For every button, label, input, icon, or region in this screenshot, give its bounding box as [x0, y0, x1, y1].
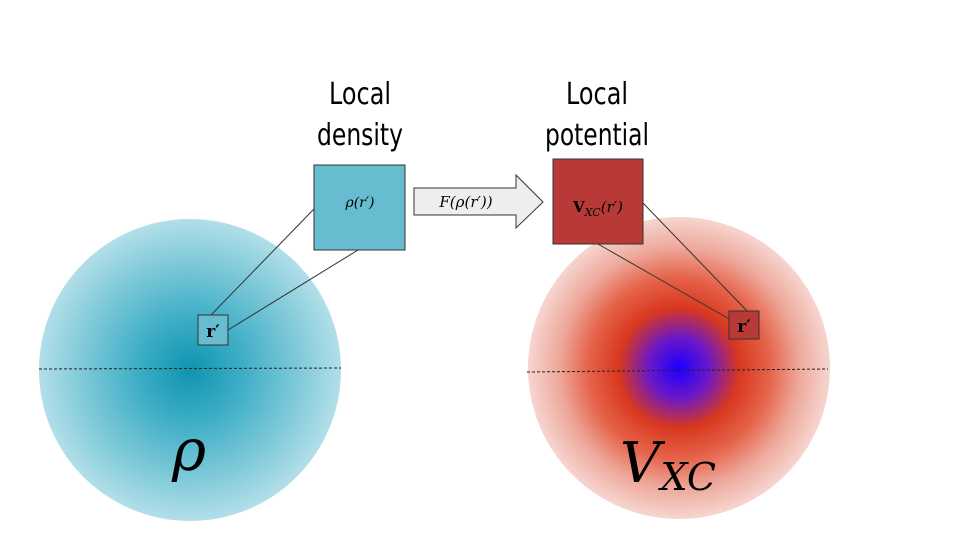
density-sphere-symbol: ρ	[171, 416, 206, 484]
functional-arrow-label: F(ρ(r′))	[438, 193, 492, 211]
density-point-label: r′	[206, 322, 220, 342]
potential-sphere-symbol: VXC	[620, 431, 716, 499]
local-density-heading-line1: Local	[329, 77, 391, 112]
potential-point-box	[728, 310, 760, 340]
potential-connector-lower	[597, 243, 732, 321]
density-point-box	[197, 314, 229, 346]
potential-connector-upper	[642, 202, 749, 313]
potential-sphere	[528, 217, 830, 519]
local-potential-box	[552, 158, 644, 245]
density-connector-upper	[209, 208, 315, 317]
local-potential-heading-line2: potential	[545, 118, 649, 153]
local-potential-box-label: VXC(r′)	[572, 198, 623, 219]
density-connector-lower	[227, 249, 359, 331]
potential-sphere-equator	[526, 368, 829, 373]
local-density-box-label: ρ(r′)	[344, 195, 374, 211]
functional-arrow	[413, 173, 544, 230]
density-sphere-equator	[38, 367, 342, 370]
local-potential-heading-line1: Local	[566, 77, 628, 112]
local-density-heading-line2: density	[317, 118, 403, 153]
local-density-box	[313, 164, 406, 251]
potential-point-label: r′	[737, 317, 751, 337]
density-sphere	[39, 219, 341, 521]
